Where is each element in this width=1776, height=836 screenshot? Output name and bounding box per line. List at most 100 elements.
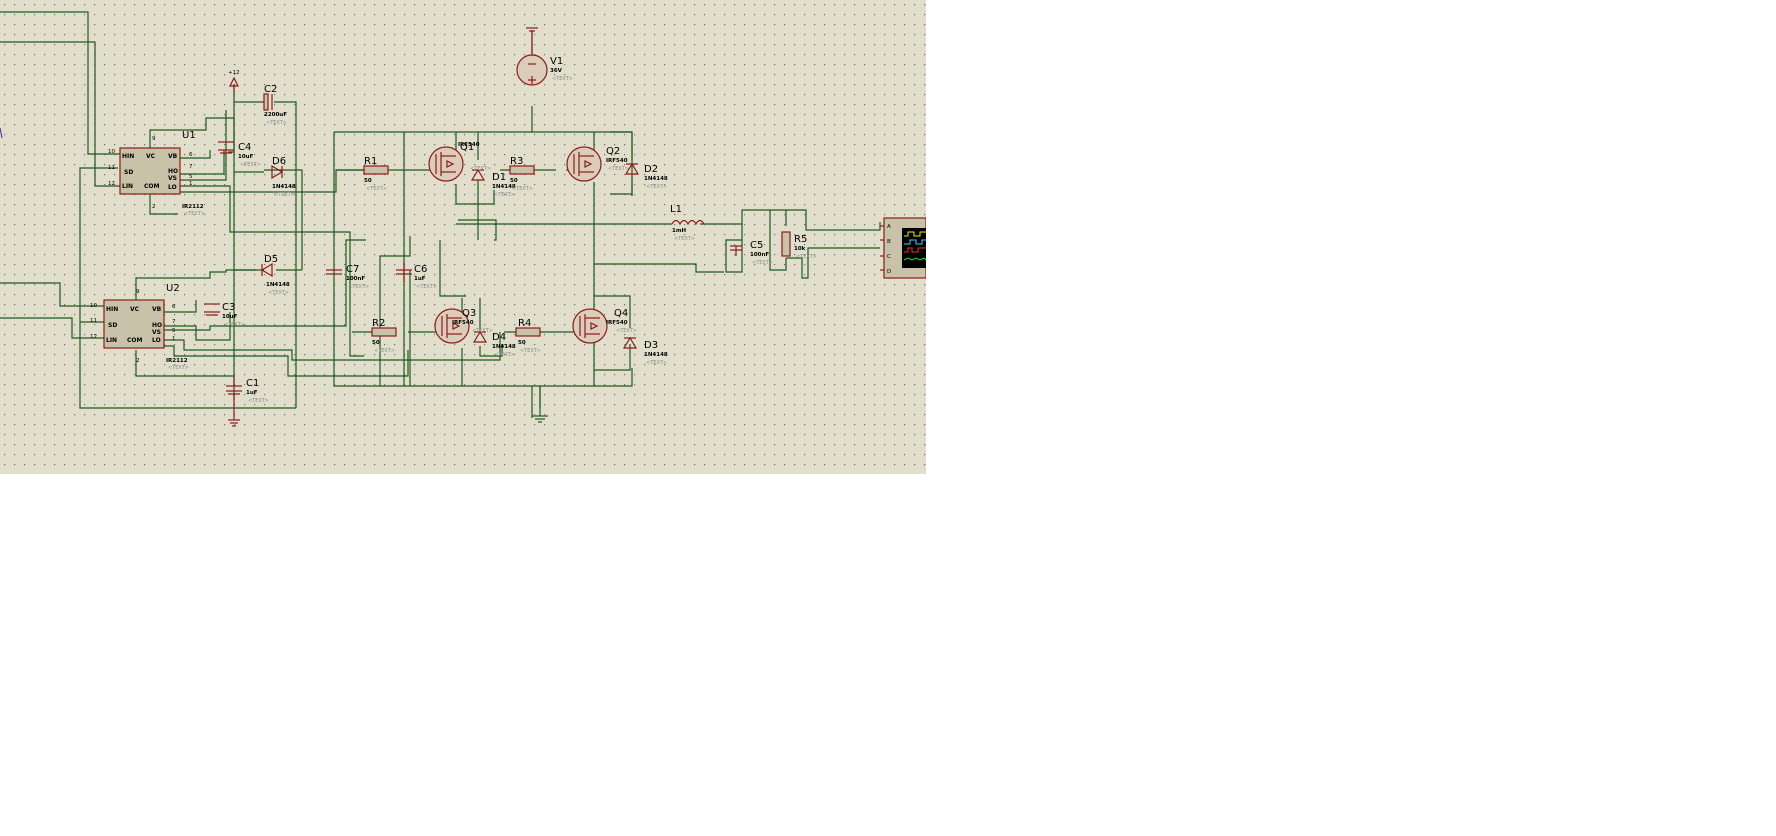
schematic-canvas[interactable]: U1 HIN SD LIN VC COM VB HO VS LO 10 11 1…	[0, 0, 926, 474]
l1-text: <TEXT>	[674, 236, 695, 242]
r2-value: 50	[372, 340, 380, 346]
inductor-l1[interactable]: L1 1mH <TEXT>	[670, 204, 705, 242]
mosfet-q2[interactable]: Q2 IRF540 <TEXT>	[566, 146, 629, 182]
diode-d2[interactable]: D2 1N4148 <TEXT>	[624, 162, 668, 190]
q3-label: Q3	[462, 308, 476, 319]
oscilloscope[interactable]: A B C D	[880, 217, 926, 279]
r2-text: <TEXT>	[374, 348, 395, 354]
r2-label: R2	[372, 318, 385, 329]
c7-label: C7	[346, 264, 359, 275]
resistor-r4[interactable]: R4 50 <TEXT>	[515, 318, 541, 354]
scope-channel-a: A	[887, 224, 891, 230]
u2-pin-com: COM	[127, 337, 143, 344]
capacitor-c5[interactable]: C5 100nF <TEXT>	[730, 240, 773, 266]
driver-u2[interactable]: U2 HIN SD LIN VC COM VB HO VS LO 10 11 1…	[90, 283, 189, 371]
r3-text: <TEXT>	[512, 186, 533, 192]
d4-value: 1N4148	[492, 344, 516, 350]
c3-text: <TEXT>	[224, 322, 245, 328]
c1-value: 1uF	[246, 390, 258, 396]
capacitor-c4[interactable]: C4 10uF <TEXT>	[218, 141, 261, 168]
c3-label: C3	[222, 302, 235, 313]
d3-text: <TEXT>	[646, 360, 667, 366]
driver-u1[interactable]: U1 HIN SD LIN VC COM VB HO VS LO 10 11 1…	[108, 130, 205, 217]
q1-value: IRF540	[458, 142, 480, 148]
diode-d1[interactable]: D1 1N4148 <TEXT>	[470, 168, 516, 198]
q2-text: <TEXT>	[608, 166, 629, 172]
c7-value: 100nF	[346, 276, 365, 282]
resistor-r3[interactable]: R3 50 <TEXT>	[509, 156, 535, 192]
voltage-source-v1[interactable]: V1 36V <TEXT>	[516, 27, 573, 86]
q2-label: Q2	[606, 146, 620, 157]
d5-value: 1N4148	[266, 282, 290, 288]
q4-label: Q4	[614, 308, 628, 319]
u2-pin-hin: HIN	[106, 306, 118, 313]
capacitor-c2[interactable]: C2 2200uF <TEXT>	[263, 84, 287, 126]
c1-label: C1	[246, 378, 259, 389]
d3-label: D3	[644, 340, 658, 351]
mosfet-q1[interactable]: Q1 IRF540 <TEXT>	[428, 142, 491, 182]
u1-pin-vc: VC	[146, 153, 156, 160]
u2-pin-vs: VS	[152, 329, 161, 336]
u1-part: IR2112	[182, 204, 204, 210]
q3-text: <TEXT>	[472, 328, 493, 334]
l1-label: L1	[670, 204, 682, 215]
u1-label: U1	[182, 130, 196, 141]
d3-value: 1N4148	[644, 352, 668, 358]
vcc-terminal[interactable]: +12	[228, 70, 240, 92]
resistor-r5[interactable]: R5 10k <TEXT>	[781, 231, 817, 260]
vcc-label: +12	[228, 70, 240, 76]
u1-pin-ho: HO	[168, 168, 178, 175]
u2-pin-ho: HO	[152, 322, 162, 329]
d2-text: <TEXT>	[646, 184, 667, 190]
c5-label: C5	[750, 240, 763, 251]
d4-text: <TEXT>	[494, 352, 515, 358]
c4-value: 10uF	[238, 154, 254, 160]
u1-pinnum-5: 5	[189, 174, 193, 180]
d2-value: 1N4148	[644, 176, 668, 182]
d6-label: D6	[272, 156, 286, 167]
mosfet-q3[interactable]: Q3 IRF540 <TEXT>	[434, 308, 493, 344]
capacitor-c1[interactable]: C1 1uF <TEXT>	[226, 376, 269, 427]
l1-value: 1mH	[672, 228, 687, 234]
c6-value: 1uF	[414, 276, 426, 282]
u2-pinnum-10: 10	[90, 303, 97, 309]
diode-d3[interactable]: D3 1N4148 <TEXT>	[622, 336, 668, 366]
u1-pinnum-2: 2	[152, 204, 156, 210]
d4-label: D4	[492, 332, 506, 343]
u1-pin-sd: SD	[124, 169, 133, 176]
u1-pinnum-11: 11	[108, 165, 115, 171]
capacitor-c6[interactable]: C6 1uF <TEXT>	[396, 262, 437, 290]
mosfet-q4[interactable]: Q4 IRF540 <TEXT>	[572, 308, 637, 344]
q2-value: IRF540	[606, 158, 628, 164]
u1-pinnum-12: 12	[108, 181, 115, 187]
q1-label: Q1	[460, 142, 474, 153]
r4-value: 50	[518, 340, 526, 346]
u1-pinnum-1: 1	[189, 181, 193, 187]
u1-pin-lo: LO	[168, 184, 177, 191]
resistor-r2[interactable]: R2 50 <TEXT>	[371, 318, 397, 354]
diode-d6[interactable]: D6 1N4148 <TEXT>	[271, 156, 296, 198]
u2-pinnum-6: 6	[172, 304, 176, 310]
diode-d5[interactable]: D5 1N4148 <TEXT>	[260, 254, 290, 296]
r3-label: R3	[510, 156, 523, 167]
c2-text: <TEXT>	[266, 120, 287, 126]
diode-d4[interactable]: D4 1N4148 <TEXT>	[472, 330, 516, 358]
c6-text: <TEXT>	[416, 284, 437, 290]
u1-pin-com: COM	[144, 183, 160, 190]
d1-value: 1N4148	[492, 184, 516, 190]
u2-pinnum-11: 11	[90, 318, 97, 324]
u2-pinnum-9: 9	[136, 289, 140, 295]
capacitor-c7[interactable]: C7 100nF <TEXT>	[326, 264, 369, 290]
u2-pin-lin: LIN	[106, 337, 117, 344]
u2-pin-vb: VB	[152, 306, 162, 313]
u2-pinnum-7: 7	[172, 319, 176, 325]
d2-label: D2	[644, 164, 658, 175]
resistor-r1[interactable]: R1 50 <TEXT>	[363, 156, 389, 192]
grid-dots	[0, 0, 926, 474]
capacitor-c3[interactable]: C3 10uF <TEXT>	[204, 302, 245, 328]
q4-value: IRF540	[606, 320, 628, 326]
v1-value: 36V	[550, 68, 563, 74]
c2-label: C2	[264, 84, 277, 95]
q3-value: IRF540	[452, 320, 474, 326]
c7-text: <TEXT>	[348, 284, 369, 290]
